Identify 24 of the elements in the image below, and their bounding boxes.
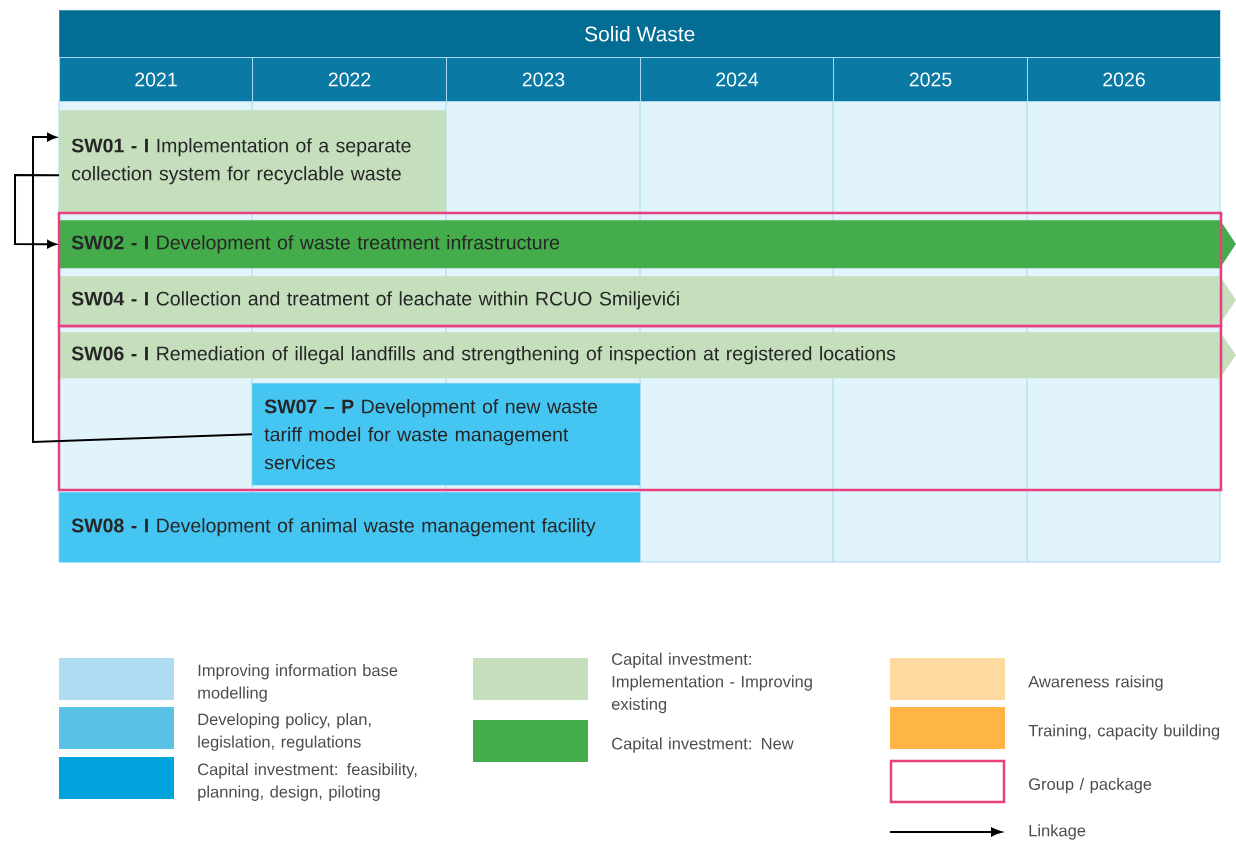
task-bar: SW01 - I Implementation of a separate collection system for recyclable waste (59, 110, 447, 213)
task-bar: SW06 - I Remediation of illegal landfills and strengthening of inspection at registered locations (59, 332, 1236, 379)
legend-label: Improving information base modelling (198, 664, 398, 702)
task-bar: SW02 - I Development of waste treatment infrastructure (59, 220, 1236, 269)
legend-label: Awareness raising (1028, 675, 1163, 691)
year-cell: 2024 (640, 57, 834, 102)
linkage-arrow (32, 132, 253, 444)
year-cell: 2021 (59, 57, 253, 102)
legend-label: Linkage (1029, 824, 1086, 840)
year-cell: 2022 (252, 57, 447, 102)
year-cell: 2023 (446, 57, 641, 102)
legend-label: Developing policy, plan, legislation, regulations (198, 713, 371, 751)
year-cell: 2026 (1027, 57, 1221, 102)
legend-label: Capital investment: feasibility, planning, design, piloting (198, 763, 417, 801)
linkage-arrow (14, 174, 60, 249)
title-band: Solid Waste (59, 10, 1221, 58)
legend-label: Training, capacity building (1028, 724, 1220, 740)
year-cell: 2025 (833, 57, 1028, 102)
task-bar: SW08 - I Development of animal waste management facility (59, 492, 641, 563)
legend-label: Capital investment: New (612, 737, 794, 753)
legend-label: Group / package (1029, 777, 1152, 794)
task-bar: SW04 - I Collection and treatment of leachate within RCUO Smiljevići (59, 276, 1236, 325)
task-bar: SW07 – P Development of new waste tariff model for waste management services (252, 383, 641, 486)
legend-label: Capital investment: Implementation - Improving existing (611, 652, 812, 714)
